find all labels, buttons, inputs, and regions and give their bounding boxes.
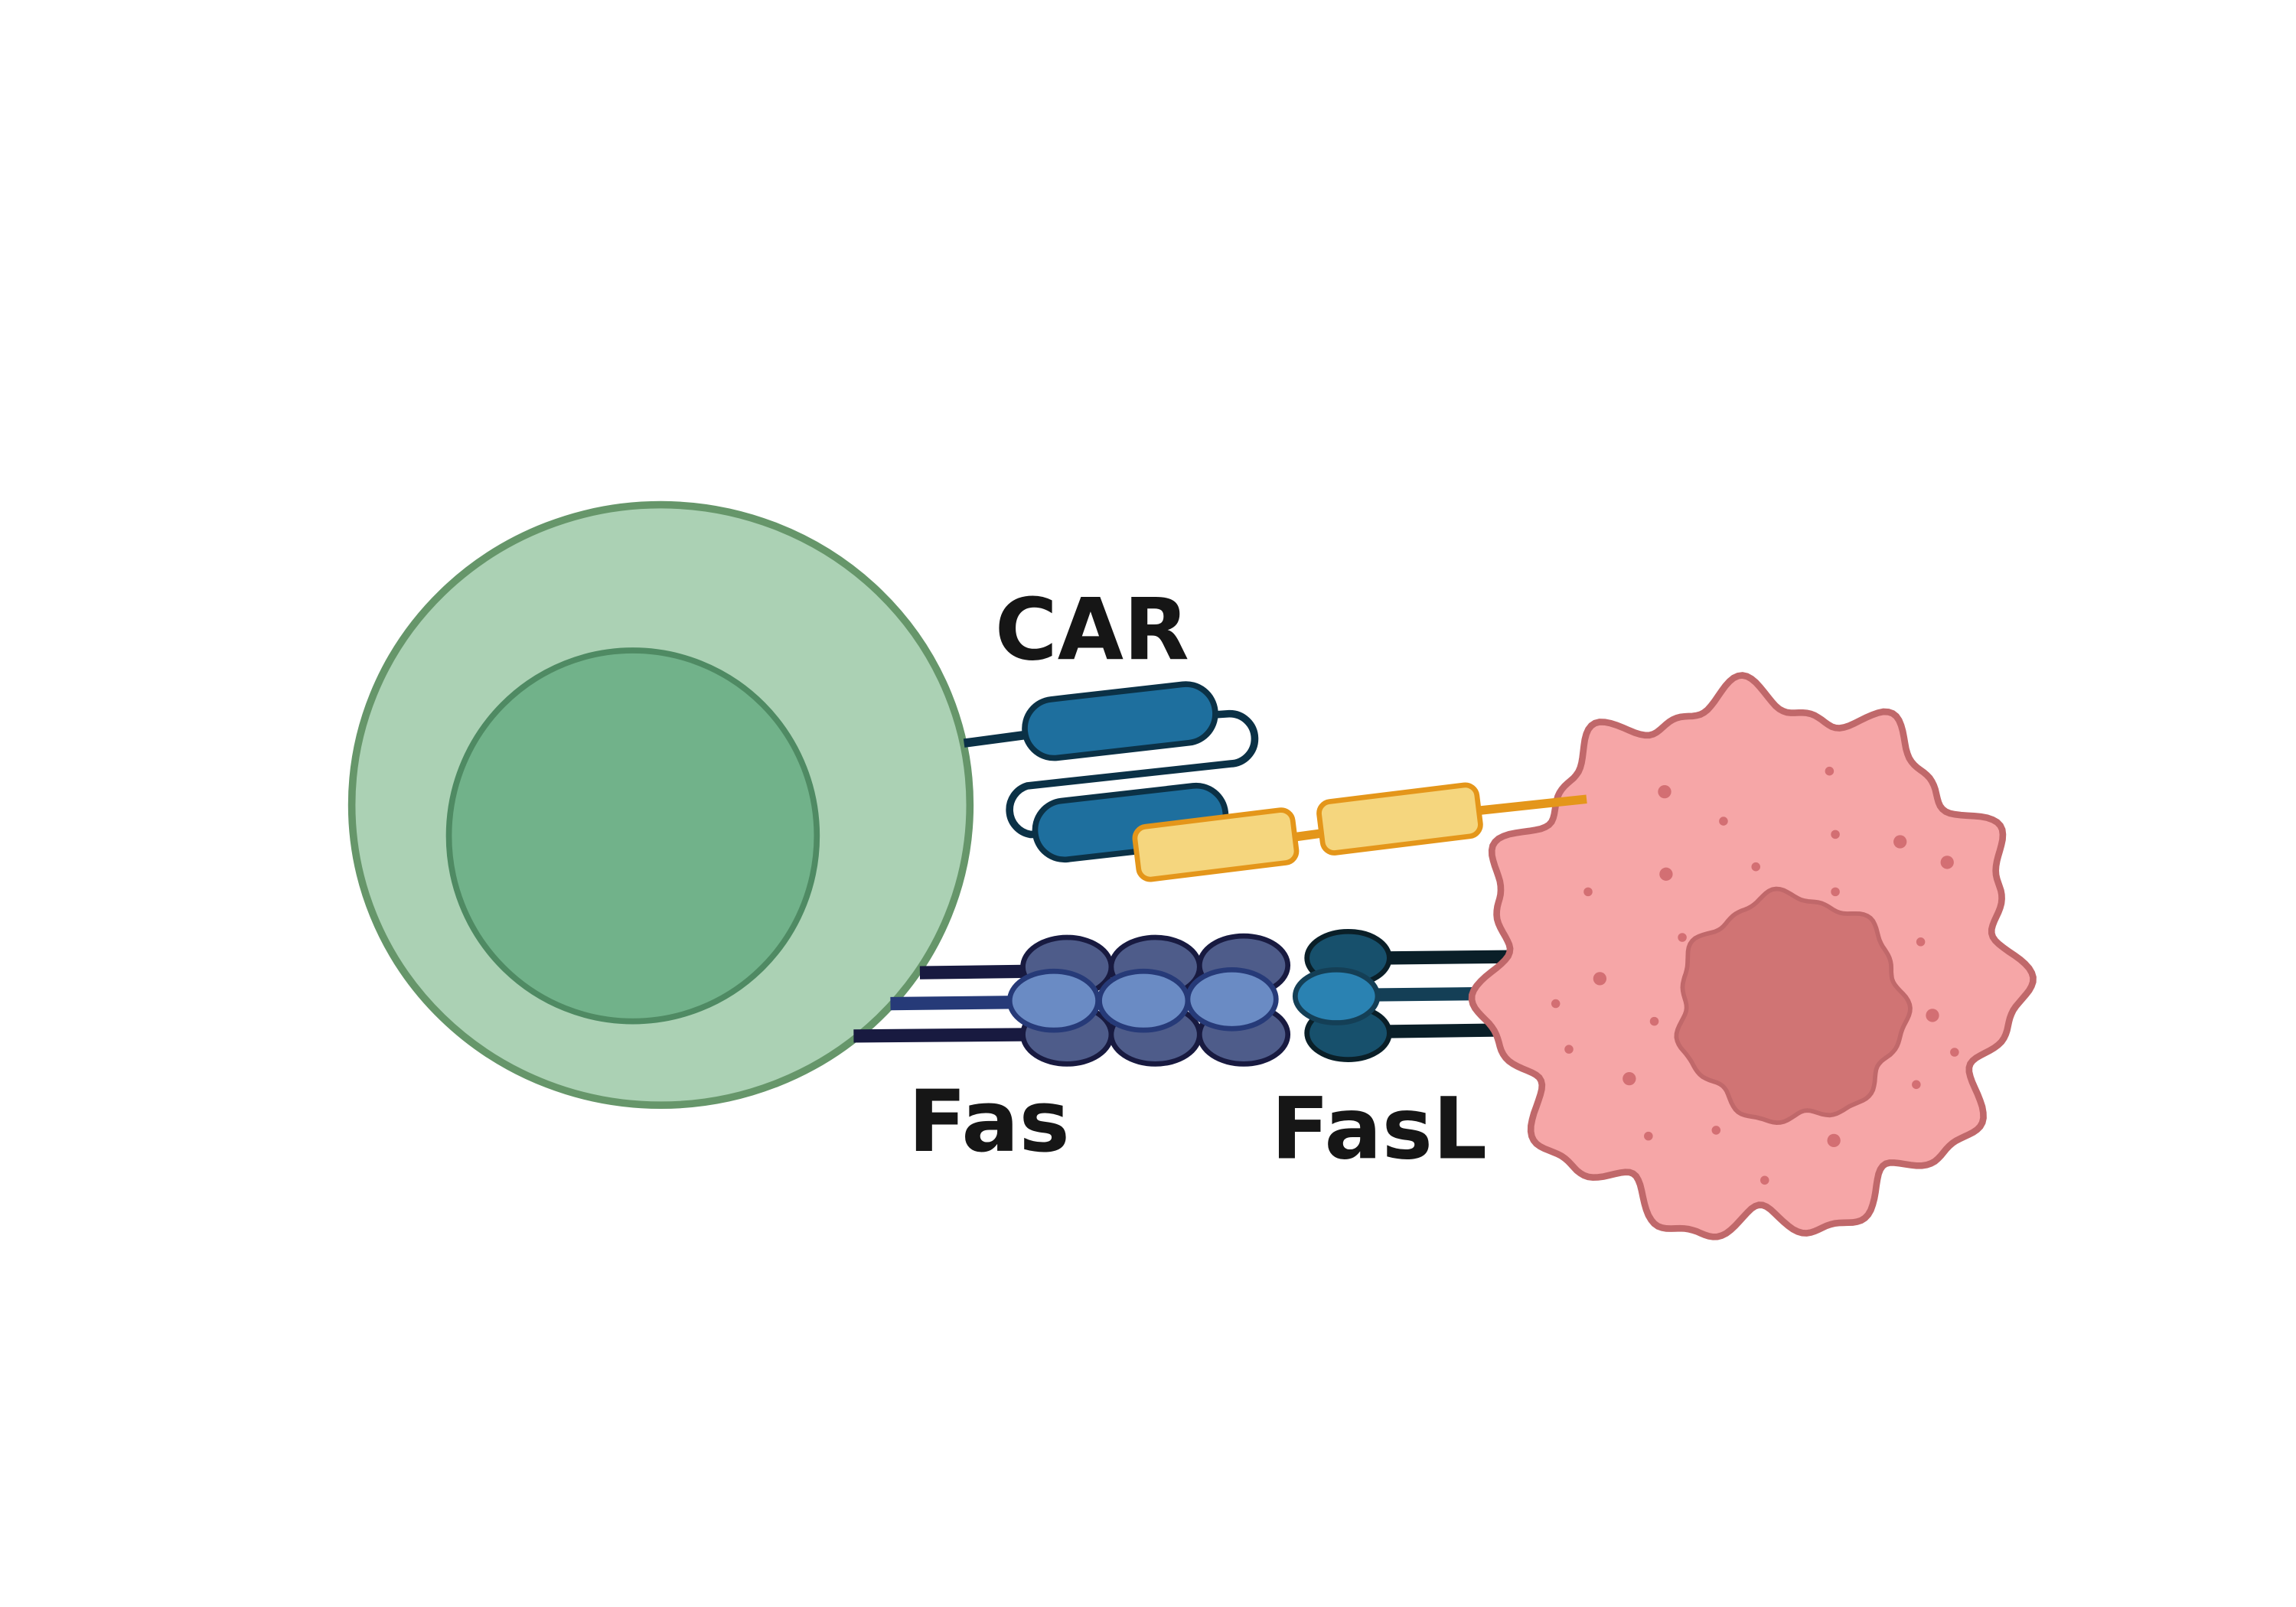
tumor-granules — [1551, 766, 1959, 1185]
fas-stalks — [853, 964, 1031, 1043]
tumor-nucleus — [1674, 886, 1913, 1126]
tumor-granule — [1583, 887, 1593, 897]
tumor-granule — [1893, 835, 1907, 849]
fas-ligand — [1292, 928, 1392, 1062]
tumor-granule — [1649, 1016, 1659, 1026]
tumor-granule — [1926, 1009, 1939, 1022]
tumor-granule — [1623, 1071, 1636, 1086]
car-domain-1 — [1022, 681, 1218, 761]
tumor-antigen — [1132, 782, 1587, 882]
tumor-granule — [1551, 999, 1561, 1009]
tumor-granule — [1644, 1131, 1653, 1141]
tumor-granule — [1827, 1133, 1841, 1148]
tumor-granule — [1659, 867, 1673, 881]
tumor-granule — [1719, 817, 1728, 826]
fas-receptor — [1006, 933, 1291, 1067]
tumor-granule — [1831, 887, 1840, 897]
tumor-granule — [1825, 766, 1835, 776]
tumor-granule — [1593, 972, 1607, 986]
tumor-granule — [1711, 1126, 1721, 1135]
tumor-granule — [1658, 784, 1671, 799]
t-cell-nucleus — [445, 647, 820, 1025]
t-cell — [347, 500, 974, 1110]
fasl-label: FasL — [1271, 1079, 1487, 1178]
tumor-granule — [1912, 1080, 1921, 1090]
tumor-granule — [1678, 933, 1687, 942]
tumor-granule — [1831, 830, 1840, 839]
tumor-granule — [1564, 1045, 1574, 1054]
tumor-granule — [1751, 862, 1760, 872]
tumor-granule — [1760, 1175, 1769, 1185]
tumor-granule — [1916, 937, 1926, 947]
fas-label: Fas — [908, 1072, 1070, 1172]
tumor-cell — [1468, 672, 2037, 1240]
tumor-granule — [1940, 856, 1954, 869]
tumor-granule — [1950, 1048, 1959, 1057]
car-label: CAR — [995, 581, 1189, 680]
